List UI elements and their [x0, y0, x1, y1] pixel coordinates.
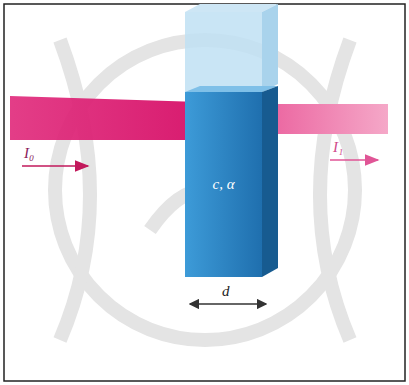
- incident-arrow: [22, 165, 88, 167]
- frame: [4, 4, 405, 381]
- cuvette-front: [185, 92, 262, 277]
- sample-parameters: c, α: [212, 176, 234, 193]
- cuvette-upper-front: [185, 12, 262, 92]
- transmitted-beam: [278, 104, 388, 134]
- thickness-label: d: [222, 284, 230, 299]
- incident-beam: [10, 96, 200, 140]
- transmitted-arrow: [330, 159, 378, 161]
- cuvette-side: [262, 86, 278, 277]
- intensity-label: I₀: [24, 146, 34, 161]
- liquid-surface: [185, 86, 278, 92]
- cuvette-top: [185, 4, 278, 12]
- intensity-label: I₁: [333, 140, 343, 155]
- thickness-arrow: [190, 303, 266, 304]
- cuvette-sample: c, α: [185, 92, 262, 277]
- cuvette-upper-side: [262, 4, 278, 92]
